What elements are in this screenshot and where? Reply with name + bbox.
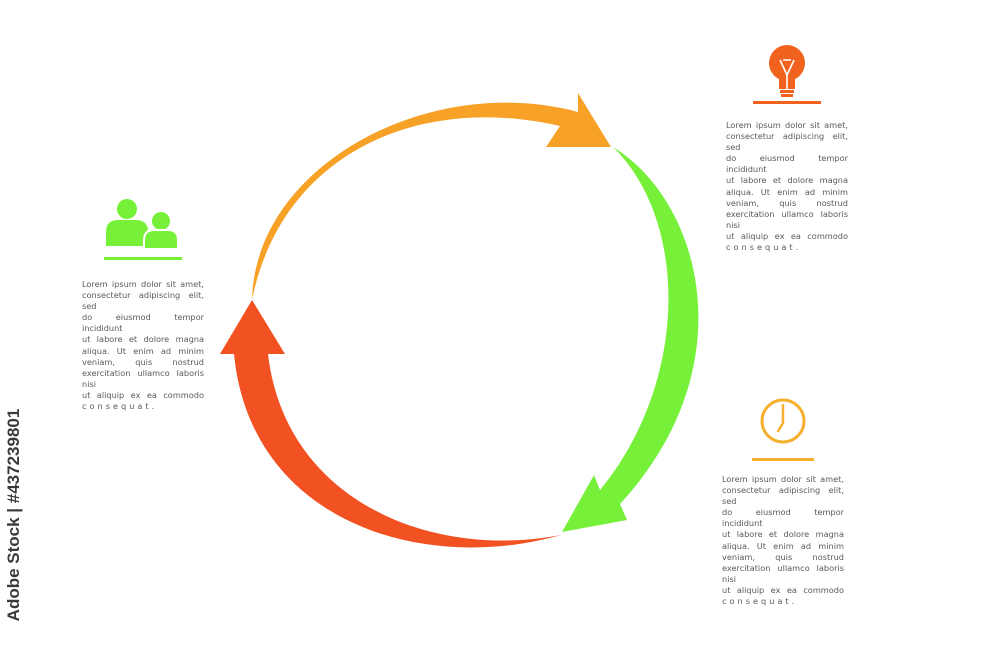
text-line: exercitation ullamco laboris nisi — [82, 367, 204, 389]
text-line: Lorem ipsum dolor sit amet, — [82, 279, 204, 289]
red-cycle-arrow — [220, 300, 561, 548]
text-line: veniam, quis nostrud — [726, 197, 848, 208]
text-line: do eiusmod tempor incididunt — [82, 312, 204, 334]
text-block-bottom-right: Lorem ipsum dolor sit amet,consectetur a… — [722, 474, 844, 607]
text-line: ut aliquip ex ea commodo — [726, 230, 848, 241]
text-block-top-right: Lorem ipsum dolor sit amet,consectetur a… — [726, 120, 848, 253]
orange-cycle-arrow — [252, 93, 611, 300]
text-line: veniam, quis nostrud — [722, 551, 844, 562]
text-line: consectetur adipiscing elit, sed — [82, 290, 204, 312]
text-line: do eiusmod tempor incididunt — [726, 153, 848, 175]
text-line: aliqua. Ut enim ad minim — [82, 345, 204, 356]
text-line: consequat. — [82, 401, 158, 412]
text-line: consequat. — [726, 242, 802, 253]
text-line: consequat. — [722, 596, 798, 607]
text-line: ut labore et dolore magna — [722, 529, 844, 540]
clock-icon — [752, 398, 814, 461]
text-line: consectetur adipiscing elit, sed — [726, 131, 848, 153]
text-line: ut aliquip ex ea commodo — [722, 584, 844, 595]
text-line: exercitation ullamco laboris nisi — [722, 562, 844, 584]
text-block-left: Lorem ipsum dolor sit amet,consectetur a… — [82, 279, 204, 412]
lightbulb-icon — [753, 45, 821, 104]
stock-watermark: Adobe Stock | #437239801 — [4, 409, 24, 622]
text-line: aliqua. Ut enim ad minim — [722, 540, 844, 551]
text-line: ut labore et dolore magna — [82, 334, 204, 345]
text-line: ut labore et dolore magna — [726, 175, 848, 186]
text-line: Lorem ipsum dolor sit amet, — [726, 120, 848, 130]
text-line: consectetur adipiscing elit, sed — [722, 485, 844, 507]
text-line: Lorem ipsum dolor sit amet, — [722, 474, 844, 484]
text-line: veniam, quis nostrud — [82, 356, 204, 367]
watermark-text: Adobe Stock | #437239801 — [4, 408, 23, 622]
green-cycle-arrow — [562, 147, 699, 532]
text-line: do eiusmod tempor incididunt — [722, 507, 844, 529]
text-line: aliqua. Ut enim ad minim — [726, 186, 848, 197]
text-line: exercitation ullamco laboris nisi — [726, 208, 848, 230]
people-icon — [104, 199, 182, 260]
text-line: ut aliquip ex ea commodo — [82, 389, 204, 400]
